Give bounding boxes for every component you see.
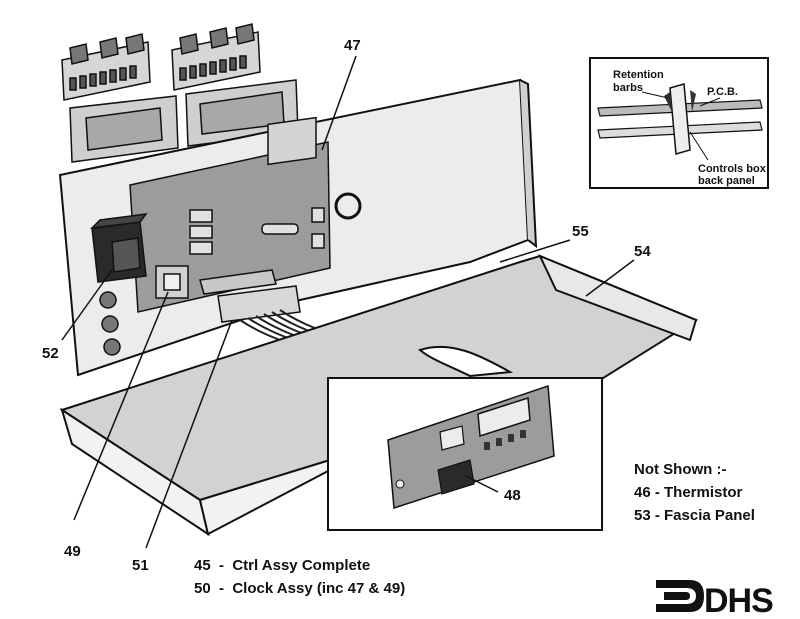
- callout-52: 52: [42, 345, 59, 362]
- terminal-block-left: [61, 33, 151, 101]
- callout-55: 55: [572, 223, 589, 240]
- inset-label-back-panel: back panel: [698, 175, 755, 187]
- not-shown-item: 53 - Fascia Panel: [634, 507, 755, 524]
- not-shown-item: 46 - Thermistor: [634, 484, 743, 501]
- logo-text: DHS: [704, 582, 773, 619]
- not-shown-heading: Not Shown :-: [634, 461, 726, 478]
- callout-48: 48: [504, 487, 521, 504]
- note-ctrl-assy: 45 - Ctrl Assy Complete: [194, 557, 370, 574]
- transformer: [89, 213, 148, 283]
- callout-51: 51: [132, 557, 149, 574]
- pcb-board: [129, 116, 331, 313]
- callout-49: 49: [64, 543, 81, 560]
- leader-lines: [61, 55, 635, 549]
- grommet-hole: [334, 192, 362, 220]
- panel-switches: [99, 291, 121, 356]
- terminal-housing-left: [69, 95, 179, 163]
- retention-detail-inset: [589, 57, 769, 189]
- terminal-block-right: [171, 23, 261, 91]
- inset-label-retention: Retention: [613, 69, 664, 81]
- clock-board-inset: [327, 377, 603, 531]
- note-clock-assy: 50 - Clock Assy (inc 47 & 49): [194, 580, 405, 597]
- callout-47: 47: [344, 37, 361, 54]
- inset-label-pcb: P.C.B.: [707, 86, 738, 98]
- callout-54: 54: [634, 243, 651, 260]
- inset-label-controls-box: Controls box: [698, 163, 767, 175]
- inset-label-barbs: barbs: [613, 82, 643, 94]
- terminal-housing-right: [185, 79, 299, 147]
- dhs-logo: DHS: [656, 580, 774, 619]
